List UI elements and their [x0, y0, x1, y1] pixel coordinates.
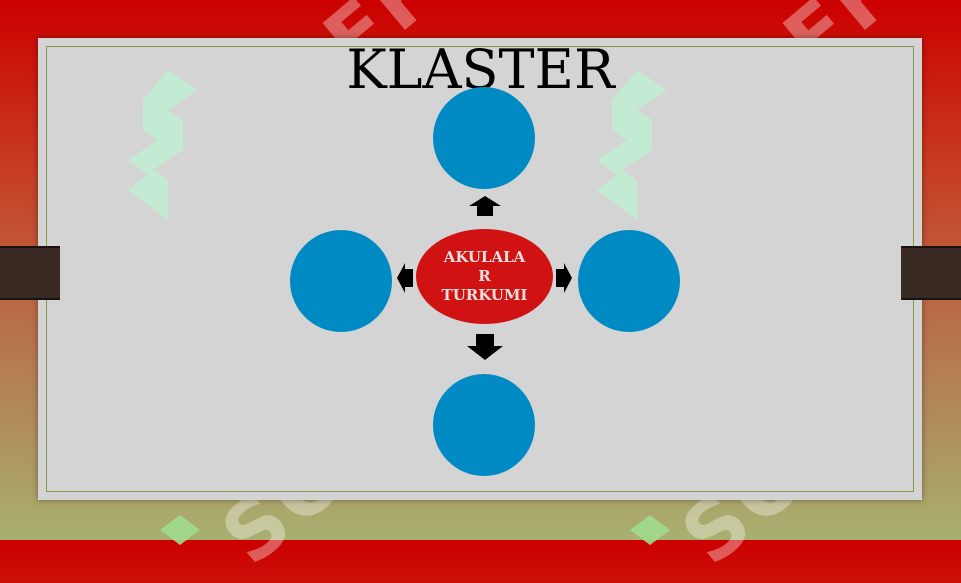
arrow-down-icon [467, 334, 503, 360]
center-label-line1: AKULALA [443, 248, 526, 266]
center-label-line3: TURKUMI [441, 286, 528, 304]
center-label-line2: R [478, 267, 491, 285]
binder-clip-left [0, 246, 60, 300]
cluster-node-right [578, 230, 680, 332]
arrow-right-icon [556, 263, 572, 293]
arrow-up-icon [469, 196, 501, 216]
cluster-center-node: AKULALA R TURKUMI [416, 229, 553, 324]
arrow-left-icon [397, 263, 413, 293]
cluster-node-left [290, 230, 392, 332]
cluster-node-bottom [433, 374, 535, 476]
cluster-node-top [433, 87, 535, 189]
watermark-logo-icon [630, 515, 670, 545]
watermark-logo-icon [160, 515, 200, 545]
binder-clip-right [901, 246, 961, 300]
